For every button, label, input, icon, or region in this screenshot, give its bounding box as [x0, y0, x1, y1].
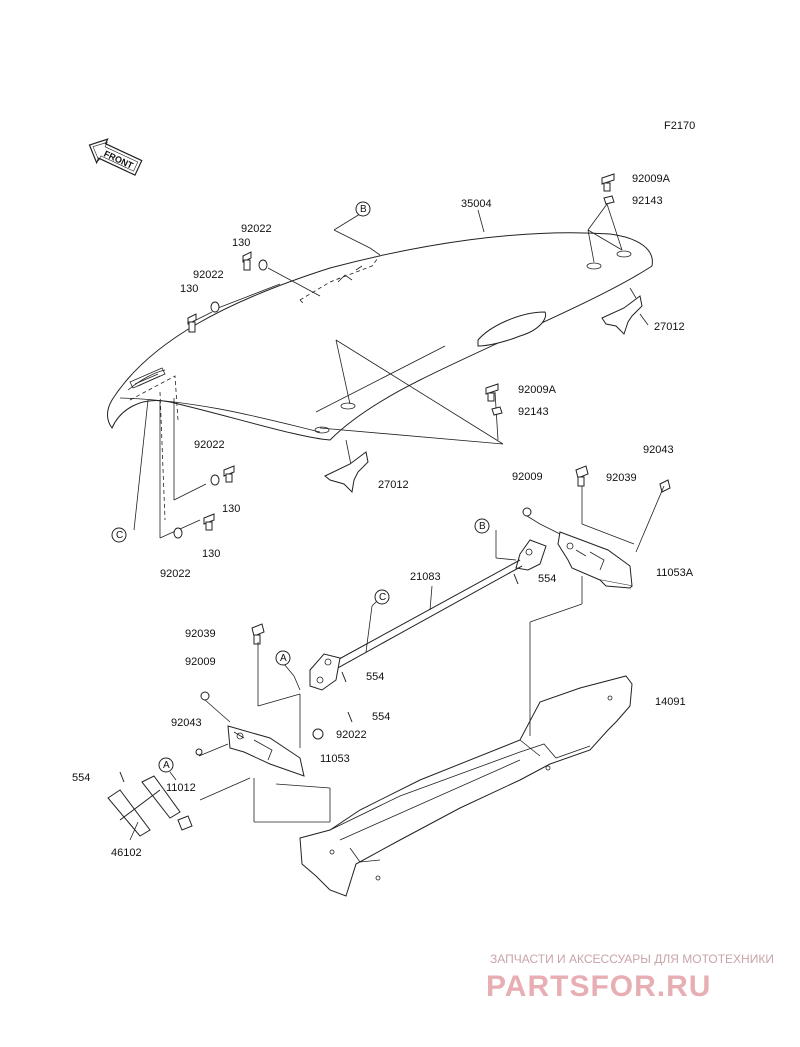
- hardware: [119, 173, 671, 783]
- label-92143-mid: 92143: [518, 406, 549, 418]
- label-130-c: 130: [222, 503, 240, 515]
- leader-lines: [133, 203, 623, 539]
- label-35004: 35004: [461, 198, 492, 210]
- bar-46102: [107, 775, 193, 837]
- watermark-logo: PARTSFOR.RU: [486, 970, 711, 1003]
- label-27012-right: 27012: [654, 321, 685, 333]
- label-11053A: 11053A: [656, 567, 694, 579]
- label-92143-top: 92143: [632, 195, 663, 207]
- label-92009-right: 92009: [512, 471, 543, 483]
- svg-text:A: A: [163, 760, 170, 771]
- label-21083: 21083: [410, 571, 441, 583]
- label-130-a: 130: [232, 237, 250, 249]
- label-92009A-top: 92009A: [632, 173, 671, 185]
- front-arrow-icon: FRONT: [88, 138, 143, 176]
- label-554-lower: 554: [372, 711, 390, 723]
- label-554-mid: 554: [366, 671, 384, 683]
- svg-text:C: C: [379, 592, 386, 603]
- leader-lines-lower: [129, 485, 665, 841]
- label-554-right: 554: [538, 573, 556, 585]
- ref-marker-b-top: B: [355, 201, 371, 217]
- svg-text:C: C: [116, 530, 123, 541]
- label-27012-mid: 27012: [378, 479, 409, 491]
- label-46102: 46102: [111, 847, 142, 859]
- svg-text:A: A: [280, 653, 287, 664]
- label-92022-b: 92022: [193, 269, 224, 281]
- label-92022-e: 92022: [336, 729, 367, 741]
- label-92039-left: 92039: [185, 628, 216, 640]
- support-rod-21083: [309, 539, 547, 691]
- floor-cover-14091: [299, 675, 633, 897]
- svg-text:B: B: [479, 521, 486, 532]
- bracket-27012-mid: [324, 451, 369, 494]
- figure-code: F2170: [664, 120, 695, 132]
- ref-marker-a-left: A: [158, 757, 174, 773]
- part-labels: 35004 92009A 92143 27012 92022 130 92022…: [72, 173, 694, 859]
- ref-marker-c-mid: C: [374, 589, 390, 605]
- label-92022-a: 92022: [241, 223, 272, 235]
- label-130-b: 130: [180, 283, 198, 295]
- label-92009-left: 92009: [185, 656, 216, 668]
- label-92009A-mid: 92009A: [518, 384, 557, 396]
- label-11053: 11053: [320, 753, 350, 765]
- label-92039-right: 92039: [606, 472, 637, 484]
- roof-panel: [107, 232, 653, 521]
- label-11012: 11012: [166, 782, 196, 794]
- watermark: ЗАПЧАСТИ И АКСЕССУАРЫ ДЛЯ МОТОТЕХНИКИ PA…: [486, 952, 774, 1003]
- ref-marker-a-mid: A: [275, 650, 291, 666]
- label-92022-d: 92022: [160, 568, 191, 580]
- label-92043-left: 92043: [171, 717, 202, 729]
- bracket-11053: [227, 725, 305, 777]
- label-14091: 14091: [655, 696, 686, 708]
- bracket-11053A: [557, 531, 633, 589]
- ref-marker-b-mid: B: [474, 518, 490, 534]
- bracket-27012-right: [601, 287, 649, 335]
- label-92022-c: 92022: [194, 439, 225, 451]
- label-554-left: 554: [72, 772, 90, 784]
- svg-text:B: B: [360, 204, 367, 215]
- label-130-d: 130: [202, 548, 220, 560]
- label-92043-right: 92043: [643, 444, 674, 456]
- ref-marker-c-left: C: [111, 527, 127, 543]
- watermark-line1: ЗАПЧАСТИ И АКСЕССУАРЫ ДЛЯ МОТОТЕХНИКИ: [490, 952, 774, 966]
